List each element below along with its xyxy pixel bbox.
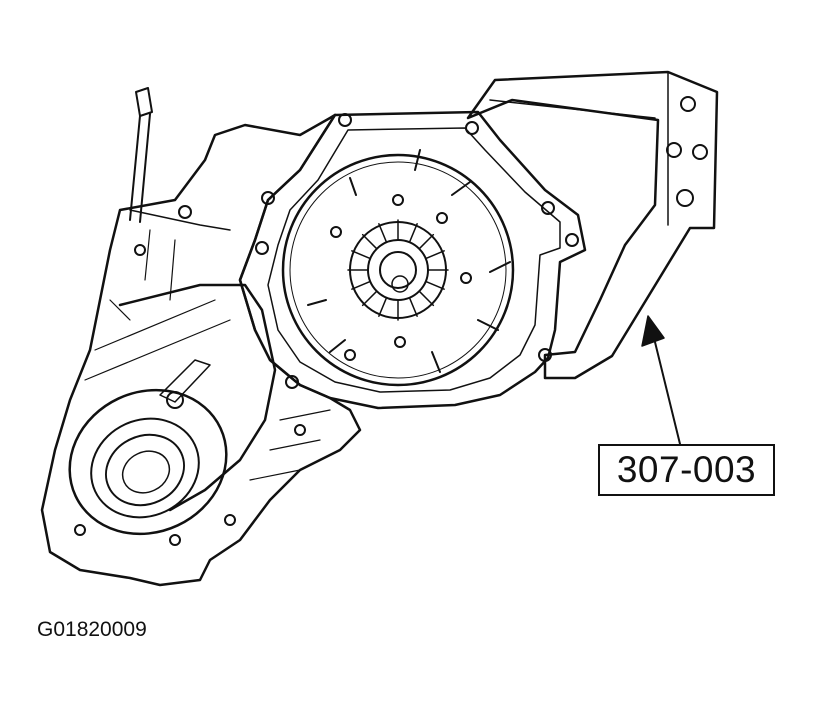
fixture-bolt-1-icon (680, 96, 696, 112)
hub-spoke (424, 280, 445, 290)
holding-fixture (466, 70, 719, 380)
hub-spoke (424, 250, 445, 260)
differential-housing (68, 283, 277, 536)
hub-spoke (351, 250, 372, 260)
leader-arrow (641, 315, 681, 445)
hub-spoke (361, 290, 378, 307)
hub-spoke (408, 223, 418, 244)
transaxle-case (40, 113, 362, 587)
hub-spoke (378, 296, 388, 317)
tool-number-label: 307-003 (616, 449, 757, 490)
hub-spoke (418, 290, 435, 307)
hub-spoke (351, 280, 372, 290)
fixture-bolt-2-icon (666, 142, 682, 158)
hub-spoke (378, 223, 388, 244)
torque-converter (281, 149, 515, 387)
hub-spoke (361, 233, 378, 250)
tool-number-callout: 307-003 (598, 444, 775, 496)
hub-spoke (418, 233, 435, 250)
dipstick-tube (129, 87, 153, 223)
figure-id-label: G01820009 (37, 618, 147, 641)
fixture-bolt-4-icon (676, 189, 694, 207)
fixture-bolt-3-icon (692, 144, 708, 160)
hub-spoke (408, 296, 418, 317)
